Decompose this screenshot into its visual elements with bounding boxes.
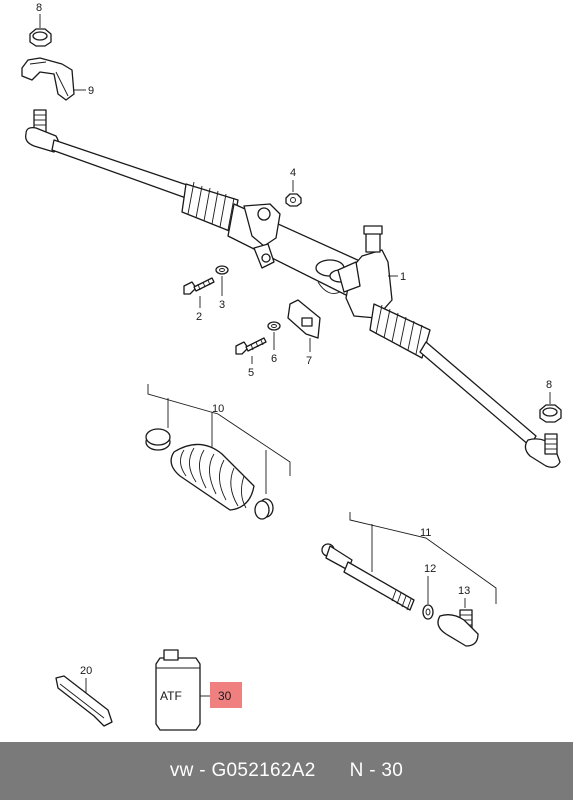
tie-rod-part-11: 11 (321, 512, 497, 611)
callout-3: 3 (219, 299, 225, 311)
callout-30: 30 (218, 689, 232, 703)
callout-11: 11 (420, 527, 431, 539)
tool-part-20: 20 (55, 665, 113, 727)
washer-part-6: 6 (267, 321, 281, 365)
callout-8-right: 8 (546, 379, 552, 391)
footer-number: N - 30 (349, 760, 404, 781)
atf-label: ATF (160, 689, 182, 703)
nut-top-left: 8 (29, 2, 52, 47)
part-number-footer: vw - G052162A2 N - 30 (0, 742, 573, 800)
callout-8-top: 8 (36, 2, 42, 14)
callout-1: 1 (400, 271, 406, 283)
nut-part-12: 12 (422, 563, 436, 620)
atf-container-part-30: ATF 30 (155, 649, 242, 731)
steering-rack-assembly: 1 (25, 109, 561, 468)
callout-7: 7 (306, 355, 312, 367)
right-bellows (369, 303, 431, 359)
highlight-box (210, 682, 242, 708)
callout-9: 9 (88, 85, 94, 97)
nut-part-4: 4 (285, 167, 302, 207)
plate-part-7: 7 (287, 299, 321, 367)
bolt-part-2: 2 (183, 277, 215, 323)
callout-6: 6 (271, 353, 277, 365)
steering-rack-parts-diagram: 8 9 (21, 2, 562, 731)
footer-brand-part: vw - G052162A2 (169, 760, 316, 781)
nut-right: 8 (539, 379, 562, 423)
callout-2: 2 (196, 311, 202, 323)
bracket-part-9: 9 (21, 57, 94, 101)
washer-part-3: 3 (215, 265, 229, 311)
callout-5: 5 (248, 367, 254, 379)
tie-rod-end-part-13: 13 (437, 585, 479, 647)
callout-4: 4 (290, 167, 296, 179)
callout-13: 13 (458, 585, 470, 597)
callout-10: 10 (212, 403, 224, 415)
callout-12: 12 (424, 563, 436, 575)
boot-kit-part-10: 10 (145, 384, 291, 520)
callout-20: 20 (80, 665, 92, 677)
bolt-part-5: 5 (235, 337, 267, 379)
